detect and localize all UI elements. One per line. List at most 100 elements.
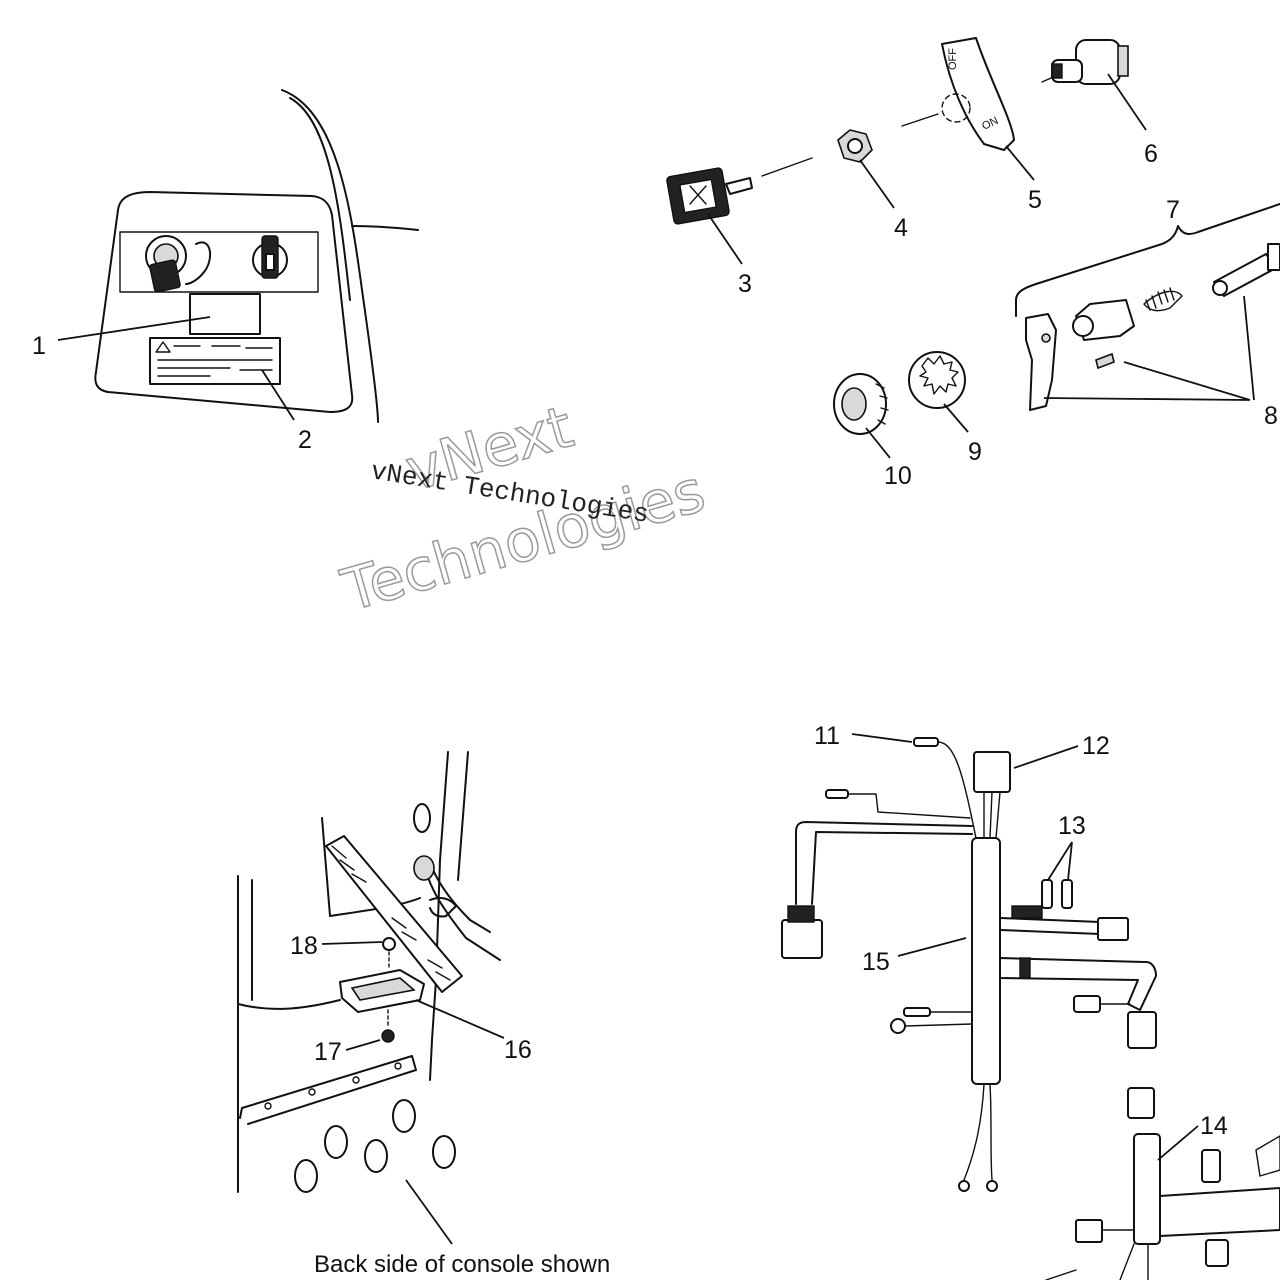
switch-plate-hole: [941, 93, 971, 123]
leader-caption: [405, 1179, 453, 1245]
key-blade: [725, 177, 753, 195]
cable-grommet: [413, 855, 435, 881]
callout-6: 6: [1144, 140, 1158, 168]
cable-wrap-pattern: [331, 845, 451, 981]
panel-hole-3: [294, 1159, 318, 1193]
key-ring: [185, 241, 212, 285]
ring-nut-10-hole: [841, 387, 867, 421]
connector-12: [973, 751, 1011, 793]
ring-nut-knurl: [875, 383, 889, 425]
callout-16: 16: [504, 1036, 532, 1064]
leader-6: [1107, 73, 1147, 131]
callout-4: 4: [894, 214, 908, 242]
console-inner-edge: [289, 97, 351, 301]
panel-hole-2: [392, 1099, 416, 1133]
leader-10: [865, 427, 891, 459]
plunger-eye: [1212, 280, 1228, 296]
bracket-7: [1015, 203, 1280, 317]
callout-5: 5: [1028, 186, 1042, 214]
lower-panel-top: [237, 999, 341, 1010]
harness-14-switch: [1201, 1149, 1221, 1183]
console-side-line: [351, 225, 419, 231]
plate-off-label: OFF: [947, 48, 959, 70]
callout-10: 10: [884, 462, 912, 490]
switch-housing-end: [1072, 315, 1094, 337]
console-back-view: [237, 751, 505, 1245]
leader-4: [859, 159, 895, 209]
callout-1: 1: [32, 332, 46, 360]
lever-pivot: [1041, 333, 1051, 343]
left-branch-wire-2: [811, 831, 973, 905]
ignition-switch-exploded-view: OFF ON: [666, 37, 1280, 459]
callout-7: 7: [1166, 196, 1180, 224]
leader-3: [707, 213, 743, 265]
ring-terminal-wire: [904, 1023, 973, 1027]
back-frame-post-2: [457, 751, 469, 881]
right-sleeve: [1011, 905, 1043, 919]
leader-5: [1005, 145, 1035, 181]
cable-harness-16: [325, 835, 463, 993]
ignition-switch-face: [1051, 63, 1063, 79]
lip-hole-1: [264, 1102, 272, 1110]
relay-13b: [1061, 879, 1073, 909]
callout-11: 11: [814, 722, 840, 750]
relay-13a: [1041, 879, 1053, 909]
right-branch-lower: [999, 957, 1157, 1011]
connector-12-wires: [983, 791, 1001, 839]
lip-hole-4: [394, 1062, 402, 1070]
back-hole-top: [413, 803, 431, 833]
panel-hole-5: [432, 1135, 456, 1169]
ring-terminal: [890, 1018, 906, 1034]
lock-washer-teeth: [919, 355, 959, 395]
key-axis-line: [761, 157, 813, 177]
harness-14-connector: [1127, 1087, 1155, 1119]
plunger-end: [1267, 243, 1280, 271]
leader-1: [57, 316, 211, 341]
leader-8: [1043, 295, 1255, 401]
callout-3: 3: [738, 270, 752, 298]
pin-8: [1095, 352, 1115, 370]
ignition-switch-terminals: [1117, 45, 1129, 77]
leader-15: [897, 937, 967, 957]
leader-17: [345, 1039, 381, 1051]
leader-2: [261, 369, 295, 421]
figure-caption: Back side of console shown: [314, 1251, 610, 1278]
cable-clip-shade: [350, 977, 416, 1001]
console-front-view: [57, 89, 419, 423]
leader-11: [851, 733, 913, 743]
callout-2: 2: [298, 426, 312, 454]
left-connector-latch: [787, 905, 815, 923]
warning-triangle-icon: [155, 341, 171, 353]
left-branch-wire: [795, 821, 973, 905]
panel-hole-1: [324, 1125, 348, 1159]
callout-9: 9: [968, 438, 982, 466]
callout-labels: 1 2 3 4 5 6 7 8 9 10 11 12 13 14 15 16 1…: [32, 140, 1278, 1140]
nut-17: [381, 1029, 395, 1043]
callout-14: 14: [1200, 1112, 1228, 1140]
short-lead-wire: [847, 793, 971, 819]
decal-1: [189, 293, 261, 335]
toggle-lever-slot: [265, 253, 275, 271]
leader-14: [1157, 1125, 1199, 1161]
right-branch-upper-2: [999, 929, 1101, 935]
switch-plate-5: [941, 37, 1015, 151]
switch-recess: [119, 231, 319, 293]
fuse-11: [913, 737, 939, 747]
callout-13: 13: [1058, 812, 1086, 840]
harness-14-small-connector: [1075, 1219, 1103, 1243]
panel-hole-4: [364, 1139, 388, 1173]
lower-panel-lip: [239, 1055, 417, 1125]
tail-terminal-1: [958, 1180, 970, 1192]
harness-trunk-15: [971, 837, 1001, 1085]
leader-12: [1013, 745, 1079, 769]
right-lower-band: [1019, 957, 1031, 979]
harness-14-wires: [1045, 1229, 1149, 1280]
harness-14-edge-part: [1255, 1135, 1280, 1177]
key-fob-icon: [149, 259, 181, 293]
fuse-11-wire: [937, 741, 977, 839]
ground-lead-terminal: [903, 1007, 931, 1017]
spring-8: [1143, 287, 1183, 312]
callout-15: 15: [862, 948, 890, 976]
